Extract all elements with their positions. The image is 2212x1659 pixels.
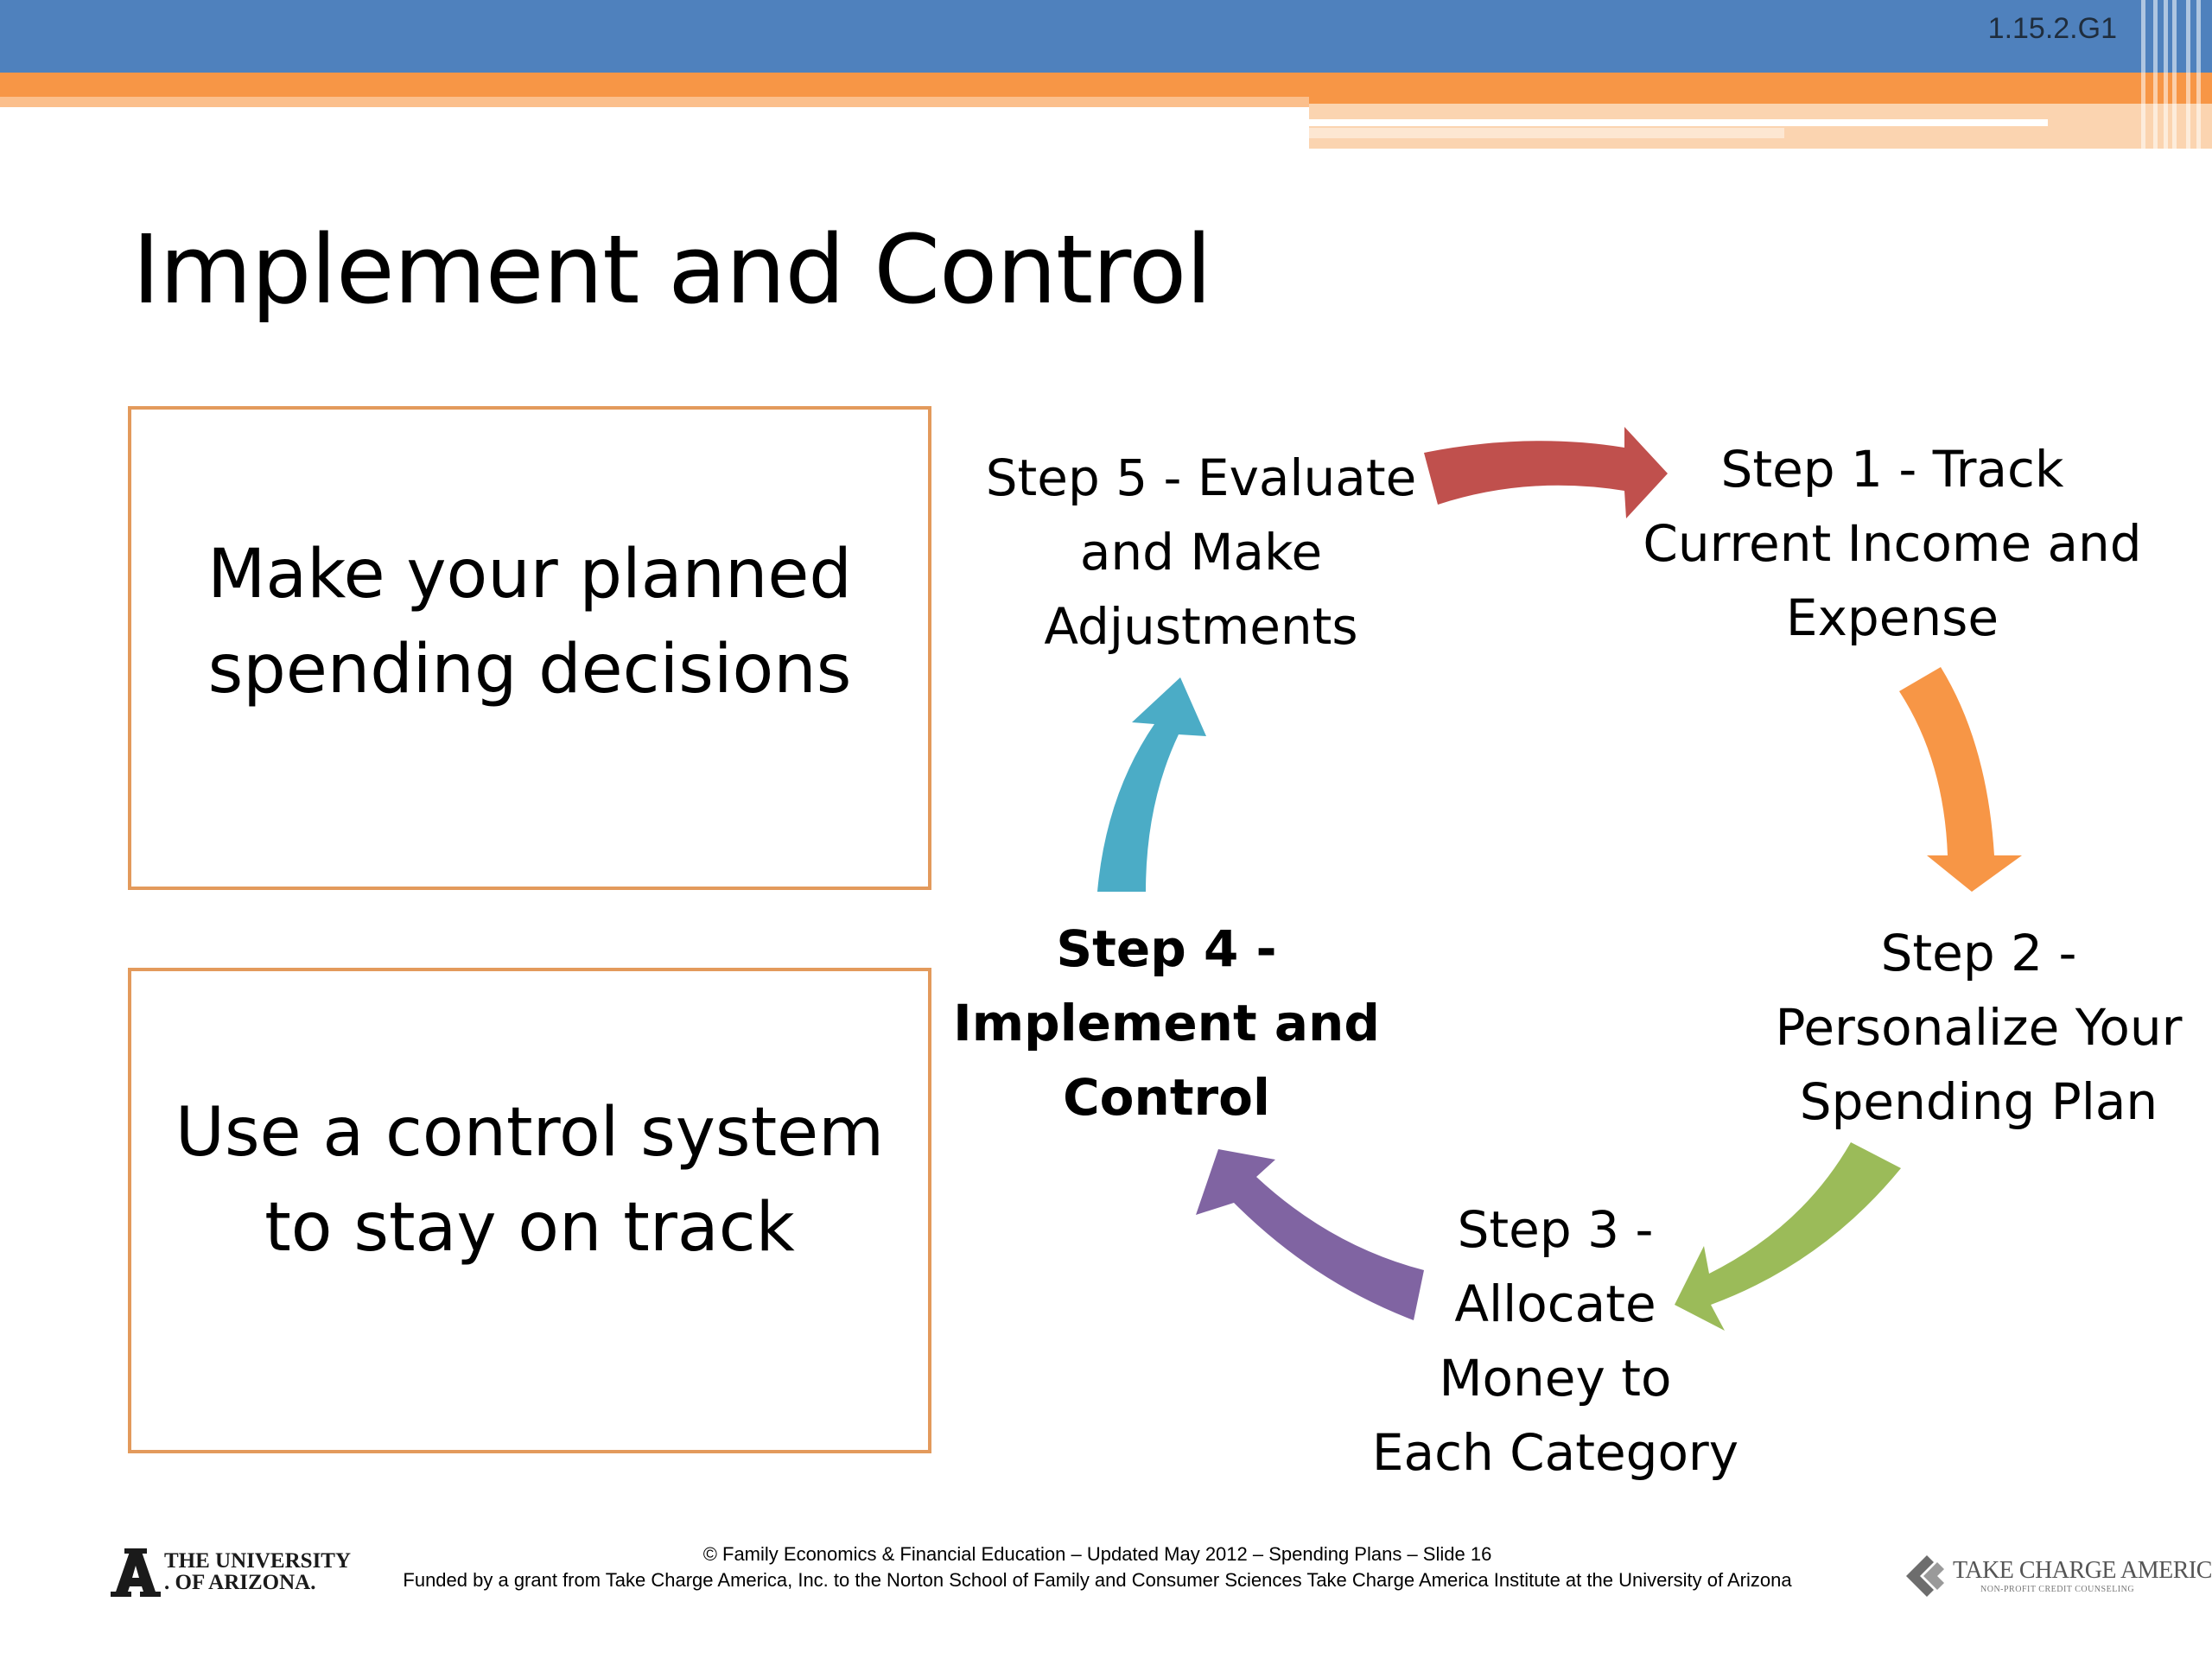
step-5-line: and Make [1079,523,1323,582]
step-3-line: Money to [1439,1349,1672,1408]
header-band-peach [1309,104,2212,149]
step-5-label: Step 5 - Evaluate and Make Adjustments [968,441,1434,664]
purple-cycle-arrow [1196,1149,1424,1320]
step-4-line: Control [1063,1068,1270,1127]
box-text-line: to stay on track [264,1189,795,1267]
step-5-line: Adjustments [1044,597,1358,656]
step-4-line: Step 4 - [1056,919,1277,978]
header-stripes [2134,0,2212,149]
step-3-line: Step 3 - [1457,1200,1654,1259]
header-band-blue [0,0,2212,73]
ua-logo-line: THE UNIVERSITY [164,1549,352,1573]
footer-copyright: © Family Economics & Financial Education… [702,1543,1492,1565]
step-2-line: Personalize Your [1775,998,2183,1057]
university-of-arizona-logo: THE UNIVERSITY . OF ARIZONA. [111,1548,351,1600]
step-4-line: Implement and [953,994,1380,1052]
step-1-line: Expense [1785,588,1999,647]
planned-spending-box: Make your planned spending decisions [128,406,931,890]
step-2-label: Step 2 - Personalize Your Spending Plan [1745,916,2212,1139]
slide-code: 1.15.2.G1 [1987,12,2117,45]
step-3-line: Each Category [1371,1423,1739,1482]
step-3-label: Step 3 - Allocate Money to Each Category [1348,1192,1763,1490]
step-2-line: Step 2 - [1880,924,2077,982]
tca-logo-subtitle: NON-PROFIT CREDIT COUNSELING [1980,1585,2135,1594]
step-2-line: Spending Plan [1799,1072,2158,1131]
ua-logo-line: . OF ARIZONA. [164,1571,316,1594]
teal-cycle-arrow [1097,677,1206,892]
header-band-orange-light [0,97,1309,107]
control-system-box: Use a control system to stay on track [128,968,931,1453]
step-4-label: Step 4 - Implement and Control [950,912,1382,1135]
step-1-line: Step 1 - Track [1720,440,2064,499]
header-band-highlight [1309,119,2048,126]
orange-cycle-arrow [1899,667,2022,892]
box-text-line: Use a control system [175,1094,885,1172]
step-3-line: Allocate [1454,1274,1656,1333]
green-cycle-arrow [1675,1142,1901,1331]
step-1-line: Current Income and [1643,514,2142,573]
step-1-label: Step 1 - Track Current Income and Expens… [1624,432,2160,655]
header-band-peach-light [1309,128,1784,138]
arizona-a-icon [111,1548,161,1597]
step-5-line: Step 5 - Evaluate [985,448,1417,507]
take-charge-america-logo: TAKE CHARGE AMERICA NON-PROFIT CREDIT CO… [1901,1550,2212,1602]
box-text-line: Make your planned [207,536,852,613]
slide-title: Implement and Control [132,214,1212,325]
footer-funding: Funded by a grant from Take Charge Ameri… [403,1569,1792,1591]
red-cycle-arrow [1424,427,1668,518]
box-text-line: spending decisions [207,631,852,709]
tca-logo-name: TAKE CHARGE AMERICA [1953,1557,2212,1584]
tca-emblem-icon [1906,1555,1944,1597]
